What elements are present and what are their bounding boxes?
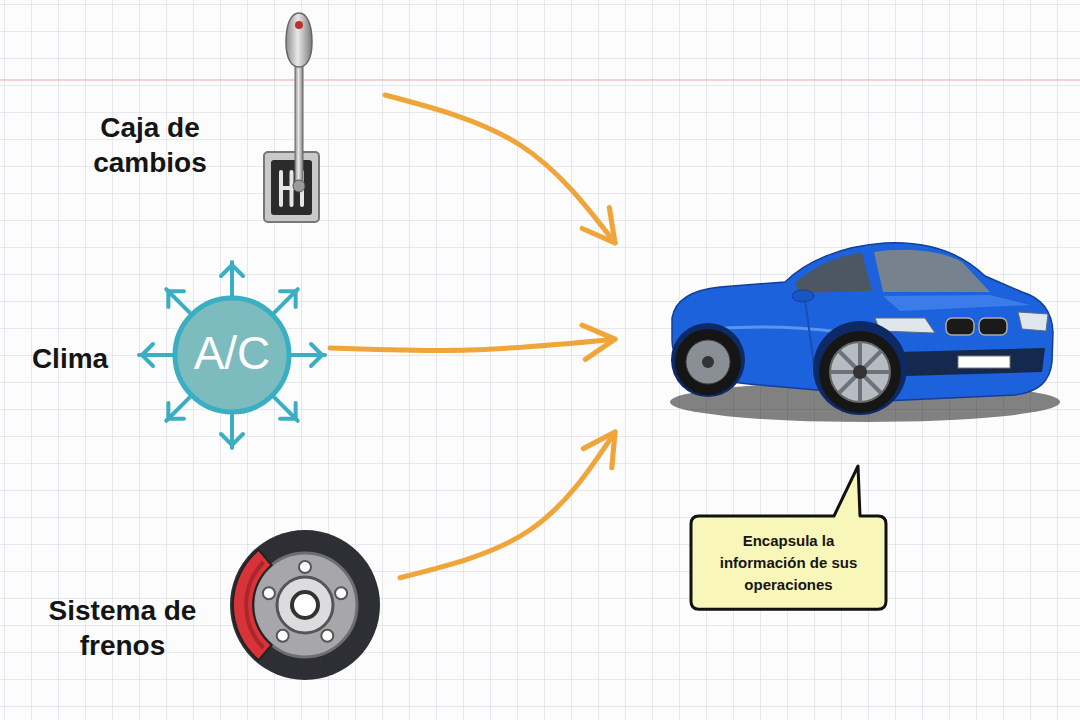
- gear-knob-badge: [295, 21, 303, 29]
- part-node: Caja de cambios: [75, 20, 385, 225]
- brake-caliper: [233, 550, 272, 660]
- car-hub: [853, 365, 867, 379]
- car-hub: [702, 356, 714, 368]
- car-rim: [830, 342, 890, 402]
- brake-bolt: [263, 587, 275, 599]
- gear-rod: [295, 60, 303, 186]
- car-mirror: [792, 290, 814, 302]
- callout-layer: [691, 466, 886, 609]
- brake-bolt: [335, 587, 347, 599]
- margin-line: [0, 79, 1080, 81]
- car-wheel: [675, 329, 741, 395]
- gear-gate: [271, 160, 312, 215]
- brake-bolt: [277, 630, 289, 642]
- car-rim: [686, 340, 730, 384]
- brake-caliper-shade: [246, 562, 263, 648]
- ac-icon: [139, 262, 325, 448]
- part-label: Clima: [15, 341, 125, 376]
- snowflake-arm: [289, 344, 325, 366]
- gear-knob: [286, 13, 312, 67]
- car-intake: [900, 348, 1045, 376]
- gear-shift-icon: [264, 13, 319, 222]
- gear-plate: [264, 152, 319, 222]
- part-node: Sistema de frenos: [30, 525, 400, 695]
- car-headlight: [1018, 312, 1048, 331]
- brake-hub: [277, 577, 333, 633]
- brake-center: [292, 592, 318, 618]
- car-wheel: [819, 331, 901, 413]
- edge-layer: [330, 95, 615, 578]
- speech-bubble: [691, 466, 886, 609]
- brake-icon: [230, 530, 380, 680]
- car-spokes: [830, 342, 890, 402]
- car-node: Encapsula la información de sus operacio…: [615, 230, 1070, 620]
- snowflake-arm: [221, 262, 243, 298]
- car-plate: [958, 356, 1010, 368]
- snowflake-arm: [139, 344, 175, 366]
- ac-symbol-text: A/C: [172, 326, 292, 381]
- callout-text: Encapsula la información de sus operacio…: [701, 530, 876, 595]
- part-label: Caja de cambios: [75, 110, 225, 180]
- part-node: Clima: [15, 260, 330, 450]
- car-wheel-arch: [671, 323, 745, 397]
- car-grille: [979, 318, 1007, 335]
- car-wheel-arch: [813, 321, 907, 415]
- part-label: Sistema de frenos: [30, 593, 215, 663]
- gear-boot: [293, 180, 305, 192]
- brake-bolt: [321, 630, 333, 642]
- car-side-window: [795, 253, 872, 293]
- car-illustration: [670, 243, 1060, 422]
- car-grille: [946, 318, 974, 335]
- flow-arrow: [385, 95, 615, 243]
- brake-tire: [230, 530, 380, 680]
- car-windshield: [874, 250, 990, 292]
- car-hood: [883, 295, 1030, 311]
- snowflake-arm: [221, 412, 243, 448]
- flow-arrow: [330, 339, 615, 350]
- brake-bolt: [299, 561, 311, 573]
- flow-arrow: [400, 432, 615, 578]
